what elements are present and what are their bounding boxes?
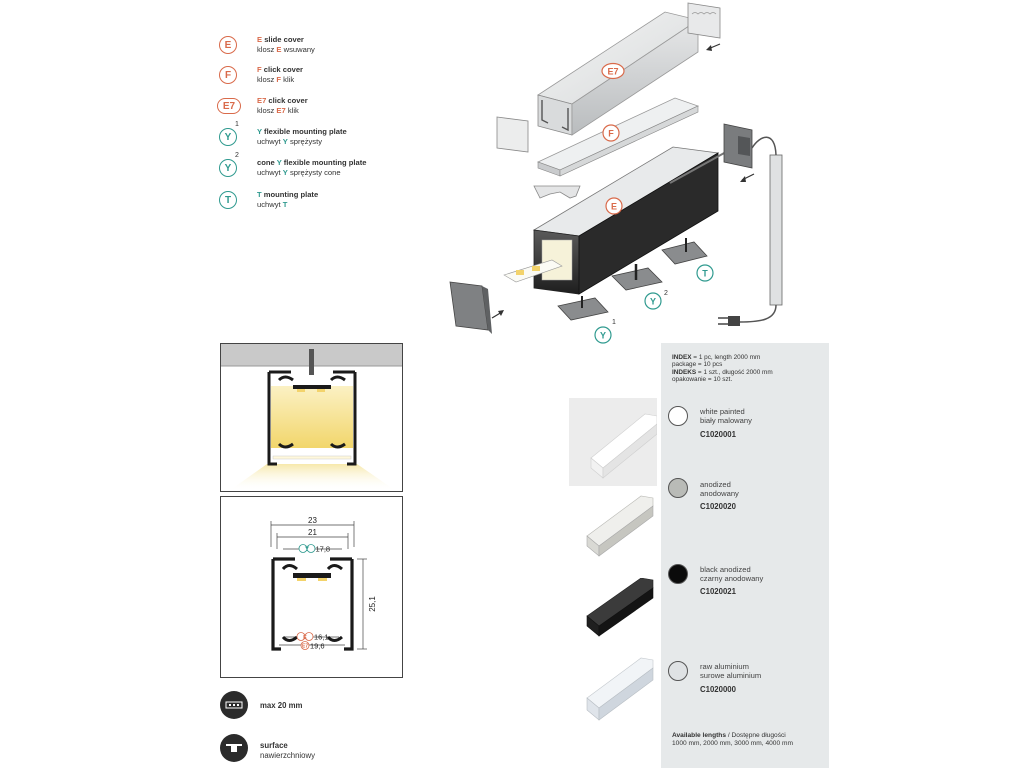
profile-body-part: [532, 146, 720, 295]
legend-code-badge: E7: [217, 98, 241, 114]
product-photo-black: [569, 578, 657, 666]
dimension-cover-e: 16,1: [314, 633, 329, 642]
legend-superscript: 2: [235, 152, 239, 159]
end-cap-front: [449, 281, 492, 334]
dimension-cover-e7: 19,6: [310, 642, 325, 651]
legend-code-badge: E: [219, 36, 237, 54]
power-supply-part: [718, 136, 783, 326]
svg-text:1: 1: [612, 319, 616, 326]
end-cap-side: [496, 116, 529, 153]
product-photo-anodized: [569, 488, 657, 576]
callout-y2: Y 2: [644, 290, 668, 310]
legend-code-badge: Y: [219, 128, 237, 146]
dimension-width-inner: 21: [308, 528, 317, 537]
svg-text:Y: Y: [650, 297, 656, 307]
feature-max-width: max 20 mm: [260, 701, 303, 710]
cross-section-dimensions-panel: 23 21 Y 17,8 25,1 E 16,1 E7 19,6: [220, 496, 403, 678]
led-strip-icon: [220, 691, 248, 719]
mounting-plate-y1: [557, 296, 609, 321]
callout-f: F: [602, 124, 620, 142]
svg-text:Y: Y: [600, 331, 606, 341]
cover-e7-part: [537, 11, 699, 136]
callout-t: T: [696, 264, 714, 282]
callout-y1: Y 1: [594, 319, 616, 344]
product-photo-raw: [569, 652, 657, 740]
color-swatch-white: [668, 406, 688, 426]
color-code-white: C1020001: [700, 430, 736, 439]
svg-text:F: F: [608, 129, 614, 139]
legend-superscript: 1: [235, 121, 239, 128]
suspension-rod: [669, 151, 727, 184]
mounting-plate-y2: [611, 264, 663, 291]
color-code-anodized: C1020020: [700, 502, 736, 511]
svg-text:E: E: [611, 202, 617, 212]
legend-code-badge: F: [219, 66, 237, 84]
legend-code-badge: Y: [219, 159, 237, 177]
surface-mount-icon: [220, 734, 248, 762]
svg-text:T: T: [702, 269, 708, 279]
svg-text:2: 2: [664, 290, 668, 297]
callout-e7: E7: [601, 62, 625, 80]
mounting-plate-t: [661, 238, 708, 265]
exploded-assembly-drawing: E7 F E T Y 2 Y 1: [449, 2, 783, 344]
color-swatch-black: [668, 564, 688, 584]
svg-text:E: E: [303, 635, 307, 641]
available-lengths: Available lengths / Dostępne długości 10…: [672, 732, 793, 747]
color-swatch-raw: [668, 661, 688, 681]
dimension-height: 25,1: [368, 596, 377, 612]
callout-e: E: [605, 197, 623, 215]
feature-mounting-type: surface nawierzchniowy: [260, 741, 316, 760]
end-cap-top: [687, 2, 721, 39]
svg-text:Y: Y: [305, 547, 309, 553]
color-code-raw: C1020000: [700, 685, 736, 694]
product-photo-white: [569, 398, 657, 486]
legend-code-badge: T: [219, 191, 237, 209]
dimension-width-outer: 23: [308, 516, 317, 525]
mounting-plate-part: [533, 185, 581, 199]
light-distribution-panel: [220, 343, 403, 492]
index-info: INDEX = 1 pc, length 2000 mm package = 1…: [672, 354, 773, 383]
svg-text:E7: E7: [607, 67, 618, 77]
ceiling-mount-part: [723, 123, 753, 169]
color-swatch-anodized: [668, 478, 688, 498]
color-code-black: C1020021: [700, 587, 736, 596]
led-strip-part: [503, 259, 563, 283]
svg-text:E7: E7: [302, 644, 308, 650]
cross-section-drawing: 23 21 Y 17,8 25,1 E 16,1 E7 19,6: [270, 516, 377, 651]
light-distribution-drawing: [221, 344, 402, 491]
variants-info-panel: [661, 343, 829, 768]
dimension-cover-top: 17,8: [316, 545, 331, 554]
